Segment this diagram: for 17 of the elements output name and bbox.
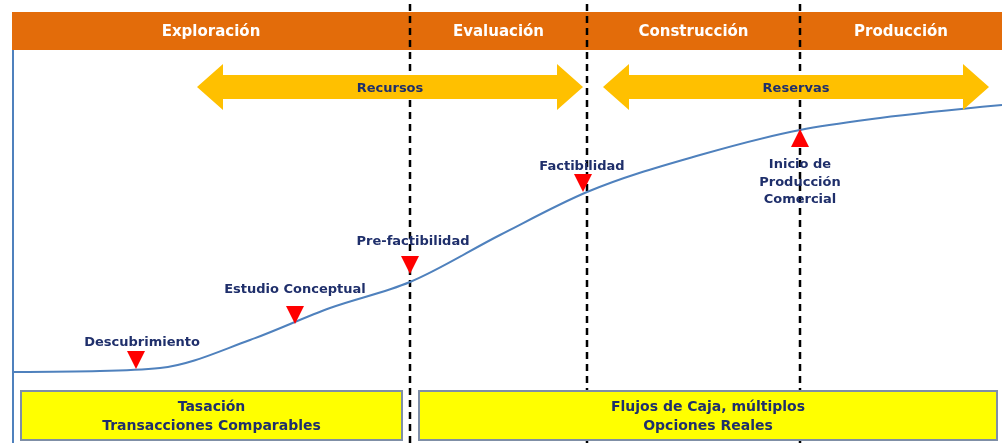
band-label: Reservas (762, 79, 830, 95)
method-label: Transacciones Comparables (102, 415, 321, 434)
milestone-label: Inicio de Producción Comercial (758, 155, 842, 208)
method-box (418, 390, 998, 441)
method-box (20, 390, 403, 441)
milestone-label: Pre-factibilidad (356, 232, 470, 250)
milestone-label: Descubrimiento (84, 333, 200, 351)
phase-label: Construcción (638, 22, 749, 40)
method-label: Opciones Reales (643, 415, 773, 434)
milestone-label: Estudio Conceptual (224, 280, 366, 298)
phase-label: Evaluación (452, 22, 545, 40)
phase-label: Producción (854, 22, 948, 40)
milestone-label: Factibilidad (539, 157, 625, 175)
method-label: Tasación (177, 397, 246, 416)
band-label: Recursos (356, 79, 424, 95)
phase-label: Exploración (161, 22, 261, 40)
method-label: Flujos de Caja, múltiplos (610, 397, 806, 416)
